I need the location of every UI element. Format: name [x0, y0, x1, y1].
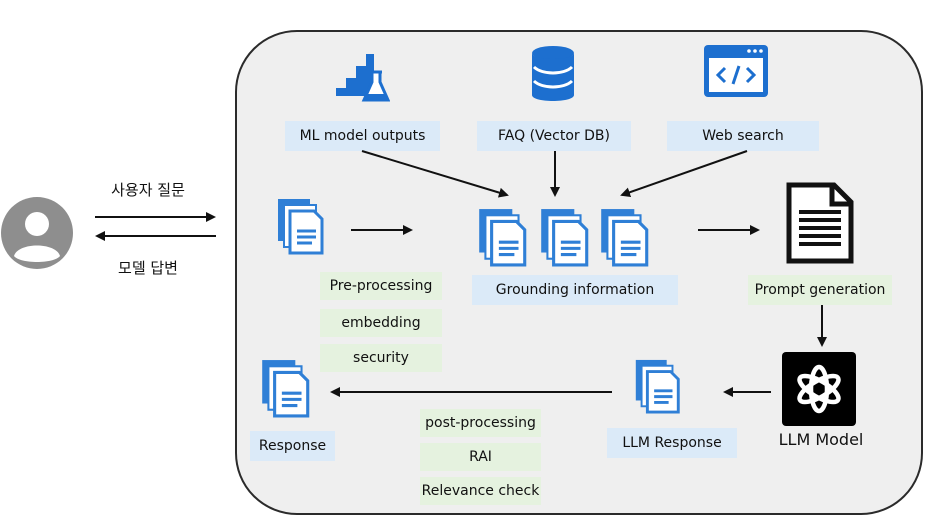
preprocessing-step: Pre-processing: [320, 272, 442, 300]
response-label: Response: [250, 431, 335, 461]
documents-icon: [278, 199, 324, 255]
embedding-step: embedding: [320, 309, 442, 337]
database-icon: [532, 46, 574, 101]
faq-vector-db-label: FAQ (Vector DB): [477, 121, 631, 151]
prompt-generation-label: Prompt generation: [748, 275, 892, 305]
grounding-information-label: Grounding information: [472, 275, 678, 305]
web-code-icon: [704, 45, 768, 97]
ml-model-outputs-label: ML model outputs: [285, 121, 440, 151]
grounding-documents-icon-3: [601, 209, 649, 267]
grounding-documents-icon-2: [541, 209, 589, 267]
grounding-documents-icon-1: [479, 209, 527, 267]
rai-step: RAI: [420, 443, 541, 471]
security-step: security: [320, 344, 442, 372]
prompt-document-icon: [786, 182, 854, 264]
user-question-label: 사용자 질문: [111, 180, 185, 199]
llm-model-logo-icon: [782, 352, 856, 426]
llm-model-label: LLM Model: [778, 429, 864, 449]
llm-response-label: LLM Response: [607, 428, 737, 458]
ml-flask-icon: [336, 54, 390, 102]
user-avatar-icon: [1, 197, 73, 269]
response-documents-icon: [262, 360, 310, 418]
llm-response-documents-icon: [635, 359, 680, 414]
relevance-check-step: Relevance check: [420, 477, 541, 505]
postprocessing-step: post-processing: [420, 409, 541, 437]
model-answer-label: 모델 답변: [118, 258, 178, 277]
web-search-label: Web search: [667, 121, 819, 151]
